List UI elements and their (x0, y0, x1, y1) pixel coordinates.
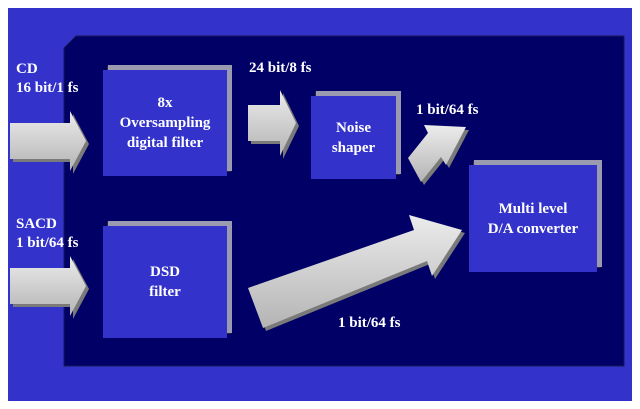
cd-input-arrow (10, 111, 89, 174)
oversampling-line-1: 8x (157, 95, 173, 111)
da-converter-line-2: D/A converter (487, 220, 579, 237)
noise-shaper-output-label: 1 bit/64 fs (416, 102, 479, 118)
cd-format-label: 16 bit/1 fs (16, 80, 79, 96)
sacd-input-arrow (10, 256, 89, 319)
oversampling-line-2: Oversampling (119, 115, 211, 131)
noise-shaper-block: Noise shaper (311, 96, 396, 179)
dsd-to-da-arrow (248, 215, 465, 331)
oversampling-output-label: 24 bit/8 fs (249, 60, 312, 76)
da-converter-block: Multi level D/A converter (469, 165, 597, 272)
sacd-label: SACD (16, 216, 57, 232)
sacd-format-label: 1 bit/64 fs (16, 235, 79, 251)
dsd-output-label: 1 bit/64 fs (338, 315, 401, 331)
oversampling-to-noise-shaper-arrow (248, 90, 299, 159)
noise-shaper-line-2: shaper (331, 139, 376, 156)
dsd-filter-block: DSD filter (103, 226, 227, 338)
oversampling-filter-block: 8x Oversampling digital filter (103, 70, 227, 176)
da-converter-line-1: Multi level (498, 200, 568, 217)
dsd-filter-line-2: filter (149, 284, 181, 300)
cd-label: CD (16, 61, 38, 77)
dsd-filter-line-1: DSD (149, 264, 180, 280)
noise-shaper-to-da-arrow (408, 125, 469, 185)
noise-shaper-line-1: Noise (336, 119, 371, 136)
oversampling-line-3: digital filter (126, 135, 204, 151)
